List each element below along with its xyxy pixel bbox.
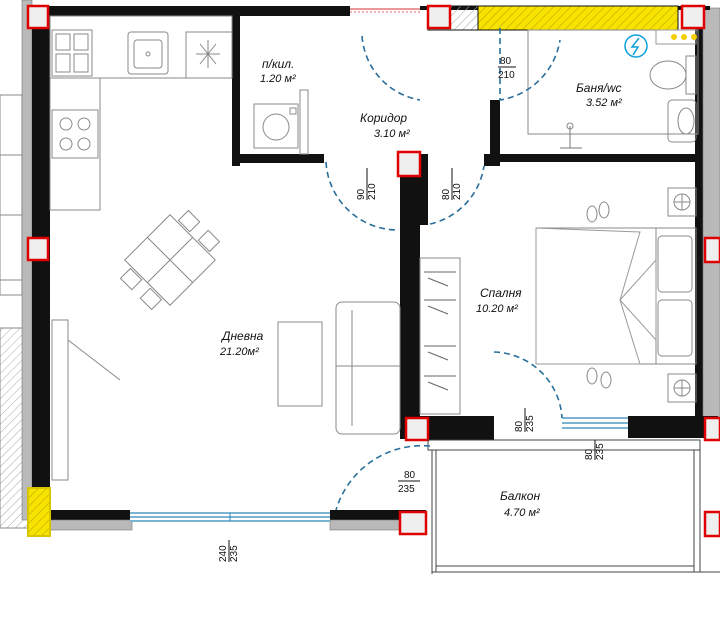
shower-icon: [560, 122, 582, 149]
bed-icon: [535, 227, 697, 365]
bath-top-yellow-wall: [477, 5, 679, 31]
pantry-area: 1.20 м²: [260, 73, 296, 85]
living-window: [130, 512, 330, 522]
living-balcony-door-w: 80: [404, 470, 416, 481]
balcony-area: 4.70 м²: [504, 507, 540, 519]
columns: [26, 4, 720, 538]
living-balcony-door-h: 235: [398, 484, 415, 495]
bedroom-door-h: 210: [452, 183, 463, 200]
bathroom: [527, 29, 699, 149]
cooktop-icon: [51, 109, 99, 159]
wardrobe-icon: [419, 257, 461, 415]
living-door-h: 210: [367, 183, 378, 200]
living-window-w: 240: [218, 545, 229, 562]
balcony-outline: [427, 439, 720, 574]
bathroom-name: Баня/wc: [576, 81, 622, 95]
living-window-h: 235: [229, 545, 240, 562]
kitchen: [49, 15, 233, 211]
sofa-icon: [335, 301, 401, 435]
pantry-washer: [253, 89, 309, 155]
living-name: Дневна: [220, 329, 264, 343]
bathroom-area: 3.52 м²: [586, 97, 622, 109]
bedroom-window-w: 80: [584, 448, 595, 460]
corridor-name: Коридор: [360, 111, 407, 125]
corridor-area: 3.10 м²: [374, 128, 410, 140]
washing-machine-icon: [253, 103, 299, 149]
tv-stand: [51, 319, 121, 481]
balcony-name: Балкон: [500, 489, 540, 503]
living-door-w: 90: [356, 188, 367, 200]
electric-panel-icon: [624, 29, 697, 58]
bath-sink-icon: [667, 99, 697, 143]
bedroom-window-h: 235: [595, 443, 606, 460]
coffee-table: [277, 321, 323, 407]
fridge-icon: [185, 31, 233, 79]
dining-table-icon: [119, 209, 221, 311]
bedroom-balcony-door-w: 80: [514, 420, 525, 432]
top-window: [350, 8, 420, 13]
bath-door-h: 210: [498, 70, 515, 81]
bath-door-w: 80: [500, 56, 512, 67]
bedroom-window: [562, 417, 628, 429]
doors: [325, 28, 563, 511]
stove-icon: [51, 29, 93, 77]
bedroom-area: 10.20 м²: [476, 303, 518, 315]
pantry-name: п/кил.: [262, 57, 294, 71]
room-labels: п/кил. 1.20 м² Коридор 3.10 м² Баня/wc 3…: [219, 57, 622, 519]
bedroom-balcony-door-h: 235: [525, 415, 536, 432]
toilet-icon: [649, 55, 697, 95]
slippers-icon: [586, 201, 612, 389]
walls: [21, 0, 720, 531]
dimension-labels: 80 210 90 210 80 210 80 235 80 235 240 2…: [218, 56, 606, 562]
lamp-icon: [667, 187, 697, 403]
bedroom-name: Спалня: [480, 286, 522, 300]
bedroom-door-w: 80: [441, 188, 452, 200]
living-area: 21.20м²: [219, 346, 259, 358]
sink-icon: [127, 31, 169, 75]
